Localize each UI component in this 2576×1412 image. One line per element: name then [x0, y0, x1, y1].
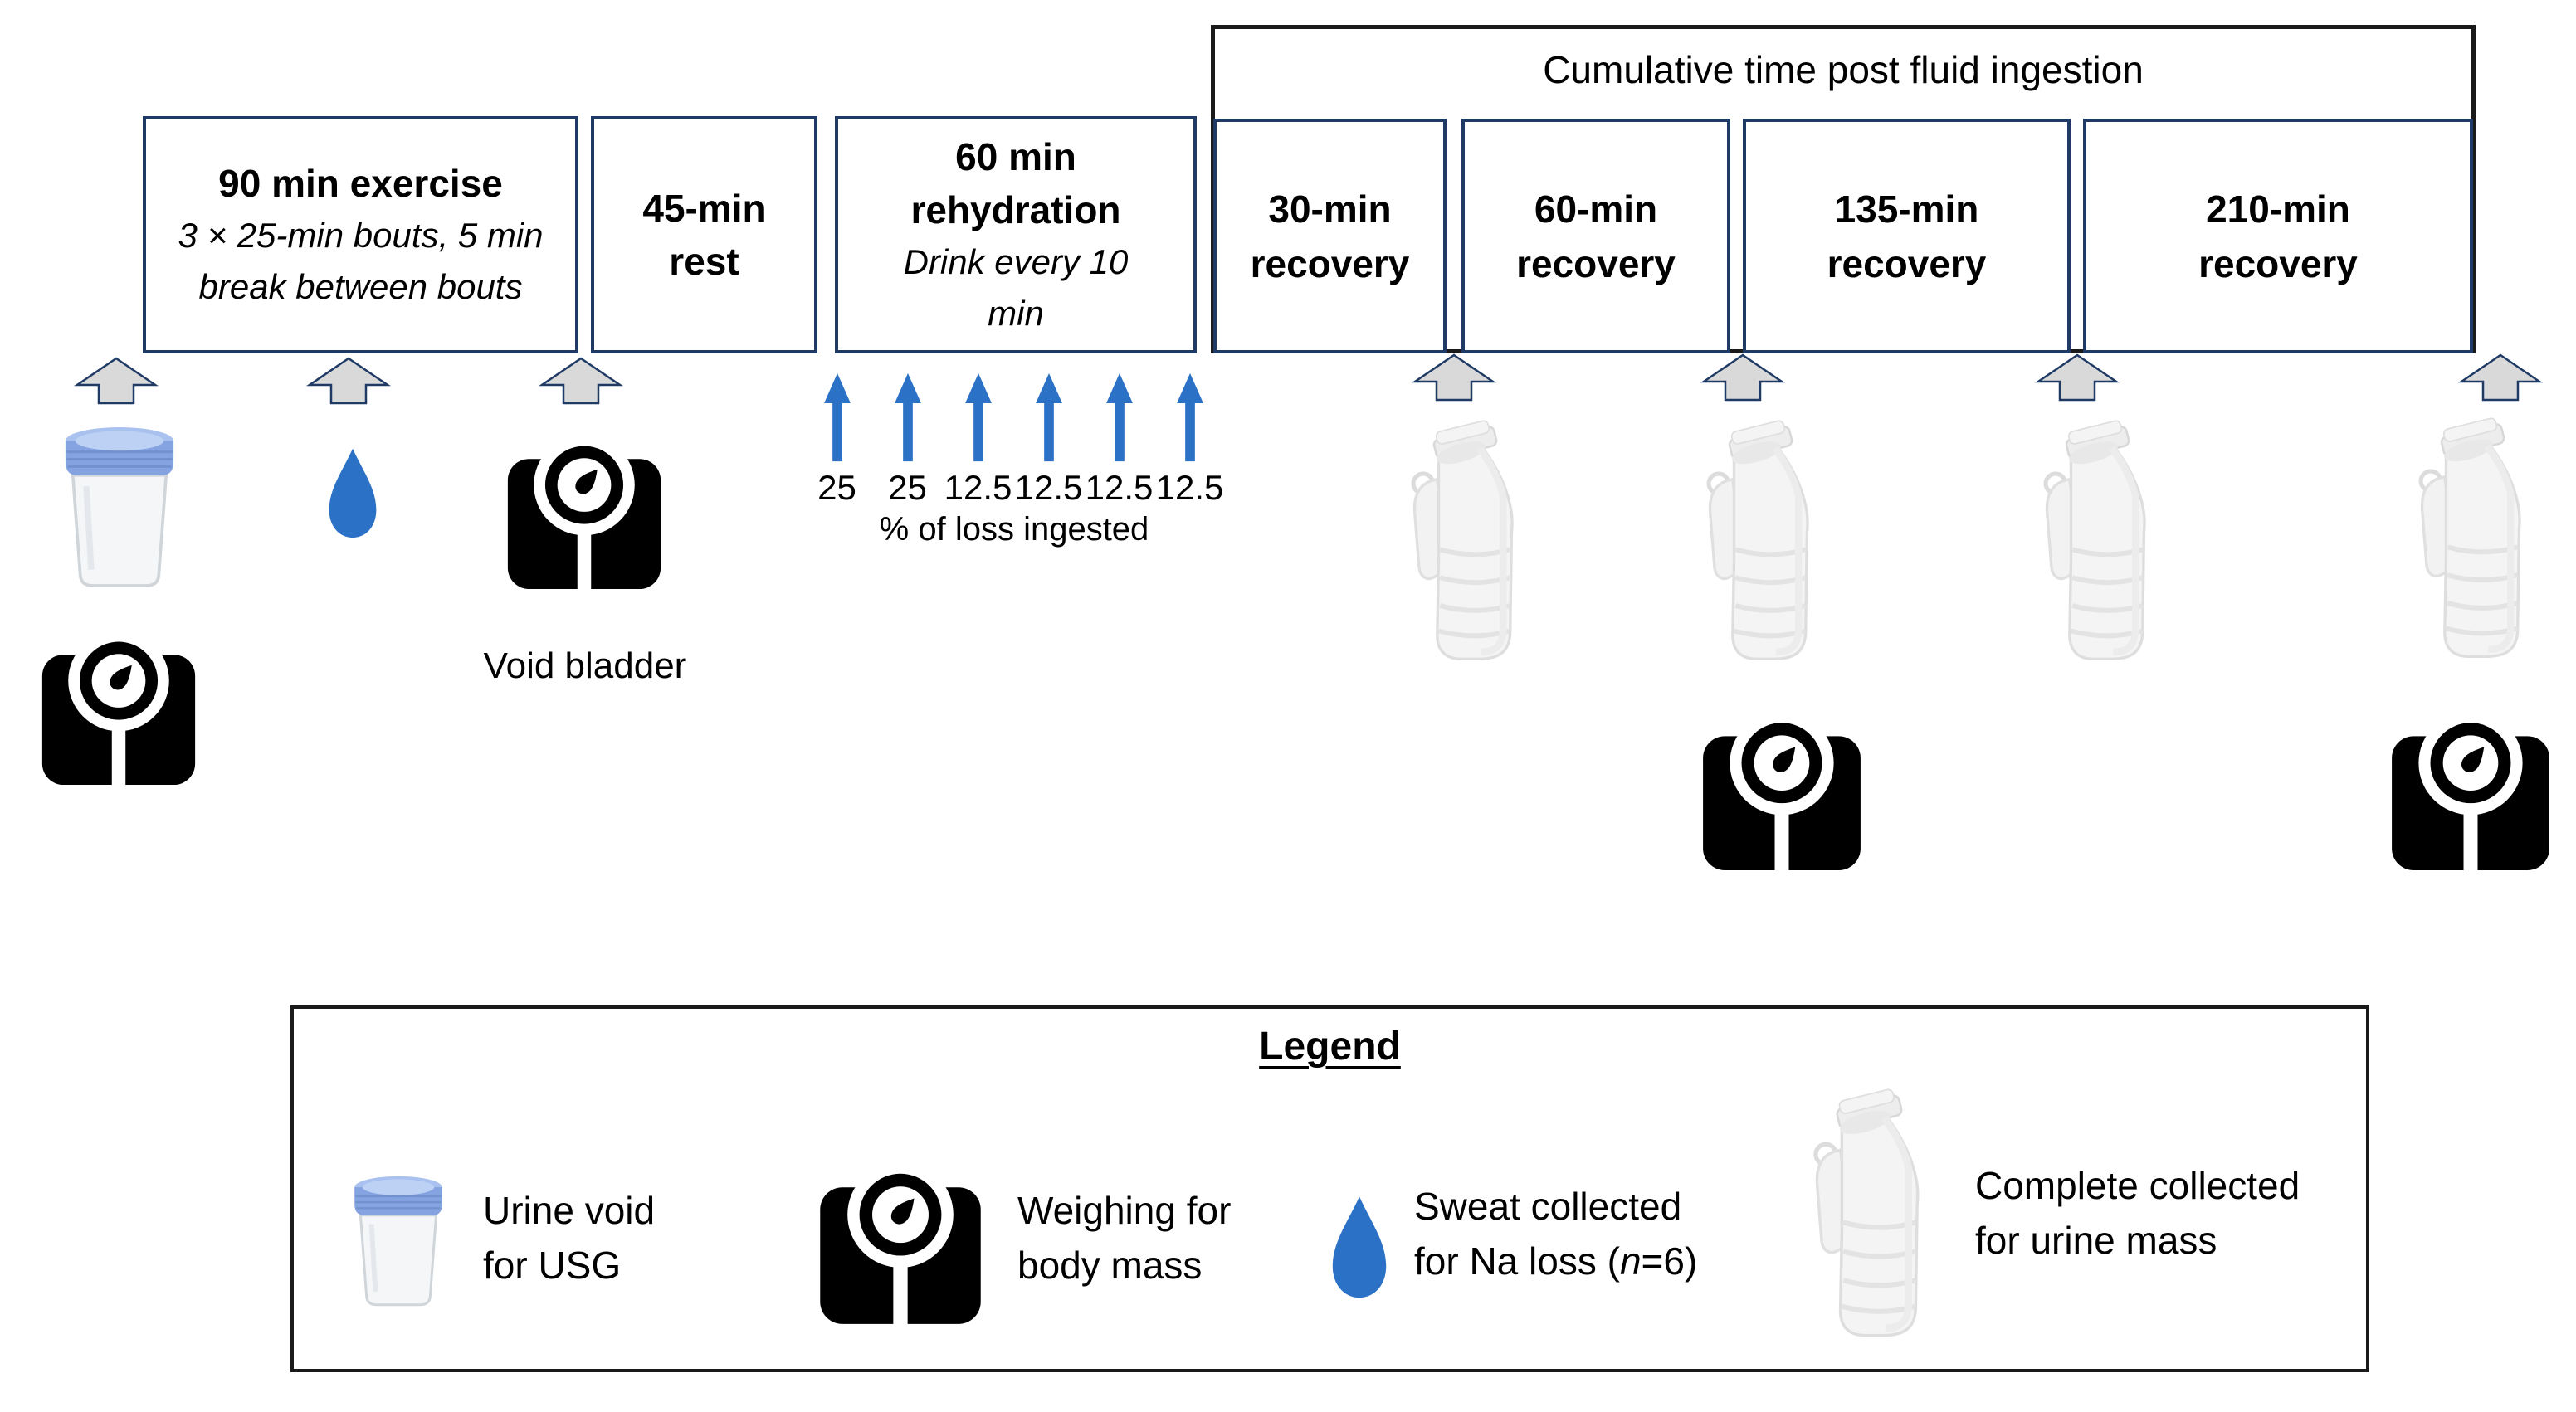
specimen-cup-icon — [349, 1148, 448, 1335]
legend-item-sweat: Sweat collected for Na loss (n=6) — [1414, 1179, 1812, 1288]
blue-arrow-icon — [894, 372, 922, 463]
urine-jug-icon — [1793, 1074, 1952, 1366]
recovery-box-135min: 135-min recovery — [1743, 119, 2071, 353]
rehydration-detail: Drink every 10 min — [903, 242, 1129, 333]
legend-sweat-n: n — [1619, 1239, 1642, 1283]
legend-weighing-line2: body mass — [1017, 1244, 1203, 1287]
legend-usg-line1: Urine void — [483, 1189, 656, 1232]
up-arrow-icon — [305, 357, 393, 405]
urine-jug-icon — [2023, 420, 2178, 674]
urine-jug-icon — [2398, 417, 2553, 671]
fluid-ingestion-group: 25 25 12.5 12.5 12.5 12.5 % of loss inge… — [802, 372, 1227, 548]
blue-arrow-icon — [823, 372, 851, 463]
percent-label: 25 — [888, 468, 927, 507]
exercise-detail: 3 × 25-min bouts, 5 min break between bo… — [178, 216, 544, 306]
sweat-drop-icon — [1325, 1176, 1394, 1319]
up-arrow-icon — [537, 357, 625, 405]
cumulative-header: Cumulative time post fluid ingestion — [1543, 48, 2144, 91]
legend-urine-line2: for urine mass — [1975, 1219, 2217, 1262]
recovery-60-word: recovery — [1516, 241, 1676, 285]
legend-title: Legend — [1259, 1025, 1401, 1069]
ingestion-caption: % of loss ingested — [879, 511, 1149, 548]
legend-item-usg: Urine void for USG — [483, 1183, 749, 1293]
rest-phase-box: 45-min rest — [591, 116, 817, 353]
rehydration-phase-box: 60 min rehydration Drink every 10 min — [835, 116, 1197, 353]
legend-sweat-line1: Sweat collected — [1414, 1185, 1682, 1228]
percent-label: 12.5 — [944, 468, 1012, 507]
legend-item-weighing: Weighing for body mass — [1017, 1183, 1333, 1293]
sweat-drop-icon — [322, 431, 383, 556]
specimen-cup-icon — [58, 425, 181, 591]
rest-title: 45-min rest — [642, 187, 766, 283]
recovery-30-time: 30-min — [1268, 187, 1392, 231]
recovery-60-time: 60-min — [1534, 187, 1658, 231]
percent-label: 12.5 — [1155, 468, 1224, 507]
legend-item-urine-mass: Complete collected for urine mass — [1975, 1158, 2382, 1268]
percent-label: 12.5 — [1085, 468, 1154, 507]
up-arrow-icon — [72, 357, 160, 405]
blue-arrow-icon — [1176, 372, 1204, 463]
legend-sweat-line2: for Na loss (n=6) — [1414, 1234, 1812, 1288]
legend-sweat-line2-post: =6) — [1641, 1239, 1698, 1283]
recovery-210-word: recovery — [2198, 241, 2358, 285]
blue-arrow-icon — [1035, 372, 1063, 463]
rehydration-title: 60 min rehydration — [910, 135, 1121, 231]
body-scale-icon — [1698, 701, 1866, 874]
exercise-title: 90 min exercise — [218, 162, 503, 205]
recovery-box-30min: 30-min recovery — [1213, 119, 1447, 353]
recovery-box-60min: 60-min recovery — [1461, 119, 1730, 353]
legend-sweat-line2-pre: for Na loss ( — [1414, 1239, 1620, 1283]
legend-weighing-line1: Weighing for — [1017, 1189, 1232, 1232]
urine-jug-icon — [1391, 420, 1545, 674]
legend-usg-line2: for USG — [483, 1244, 622, 1287]
body-scale-icon — [2387, 701, 2554, 874]
recovery-135-word: recovery — [1827, 241, 1987, 285]
void-bladder-label: Void bladder — [483, 645, 687, 686]
exercise-phase-box: 90 min exercise 3 × 25-min bouts, 5 min … — [143, 116, 578, 353]
urine-jug-icon — [1686, 420, 1841, 674]
up-arrow-icon — [2033, 353, 2121, 402]
body-scale-icon — [503, 425, 666, 592]
up-arrow-icon — [2456, 353, 2544, 402]
recovery-210-time: 210-min — [2206, 187, 2350, 231]
recovery-box-210min: 210-min recovery — [2083, 119, 2473, 353]
up-arrow-icon — [1699, 353, 1787, 402]
legend-urine-line1: Complete collected — [1975, 1164, 2300, 1207]
blue-arrow-icon — [1105, 372, 1134, 463]
body-scale-icon — [37, 621, 200, 788]
recovery-135-time: 135-min — [1834, 187, 1979, 231]
up-arrow-icon — [1410, 353, 1498, 402]
percent-label: 25 — [817, 468, 856, 507]
blue-arrow-icon — [964, 372, 993, 463]
body-scale-icon — [815, 1152, 986, 1327]
recovery-30-word: recovery — [1250, 241, 1410, 285]
percent-label: 12.5 — [1014, 468, 1083, 507]
legend-box: Legend Urine void for USG Weighing for b… — [290, 1005, 2369, 1372]
